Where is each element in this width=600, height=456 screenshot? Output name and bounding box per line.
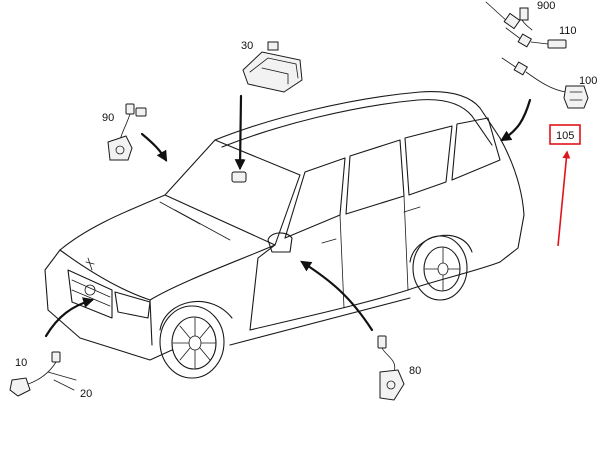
part-900[interactable]: 900: [485, 0, 555, 31]
part-80[interactable]: 80: [377, 335, 421, 401]
rear-wheel: [409, 234, 473, 301]
part-30[interactable]: 30: [241, 40, 303, 93]
car-outline: [44, 91, 525, 379]
part-90[interactable]: 90: [102, 103, 147, 161]
label-30: 30: [241, 40, 253, 52]
part-20[interactable]: 20: [47, 371, 92, 400]
part-105-callout[interactable]: 105: [549, 124, 581, 247]
label-20: 20: [80, 388, 92, 400]
highlight-box: [549, 124, 581, 145]
label-900: 900: [537, 0, 555, 12]
front-wheel: [159, 301, 233, 379]
part-10[interactable]: 10: [9, 351, 61, 397]
label-105: 105: [556, 130, 574, 142]
part-100[interactable]: 100: [501, 57, 597, 109]
part-110[interactable]: 110: [505, 25, 577, 49]
label-10: 10: [15, 357, 27, 369]
label-80: 80: [409, 365, 421, 377]
highlight-arrow: [557, 150, 571, 247]
label-110: 110: [559, 25, 577, 37]
label-90: 90: [102, 112, 114, 124]
label-100: 100: [579, 75, 597, 87]
